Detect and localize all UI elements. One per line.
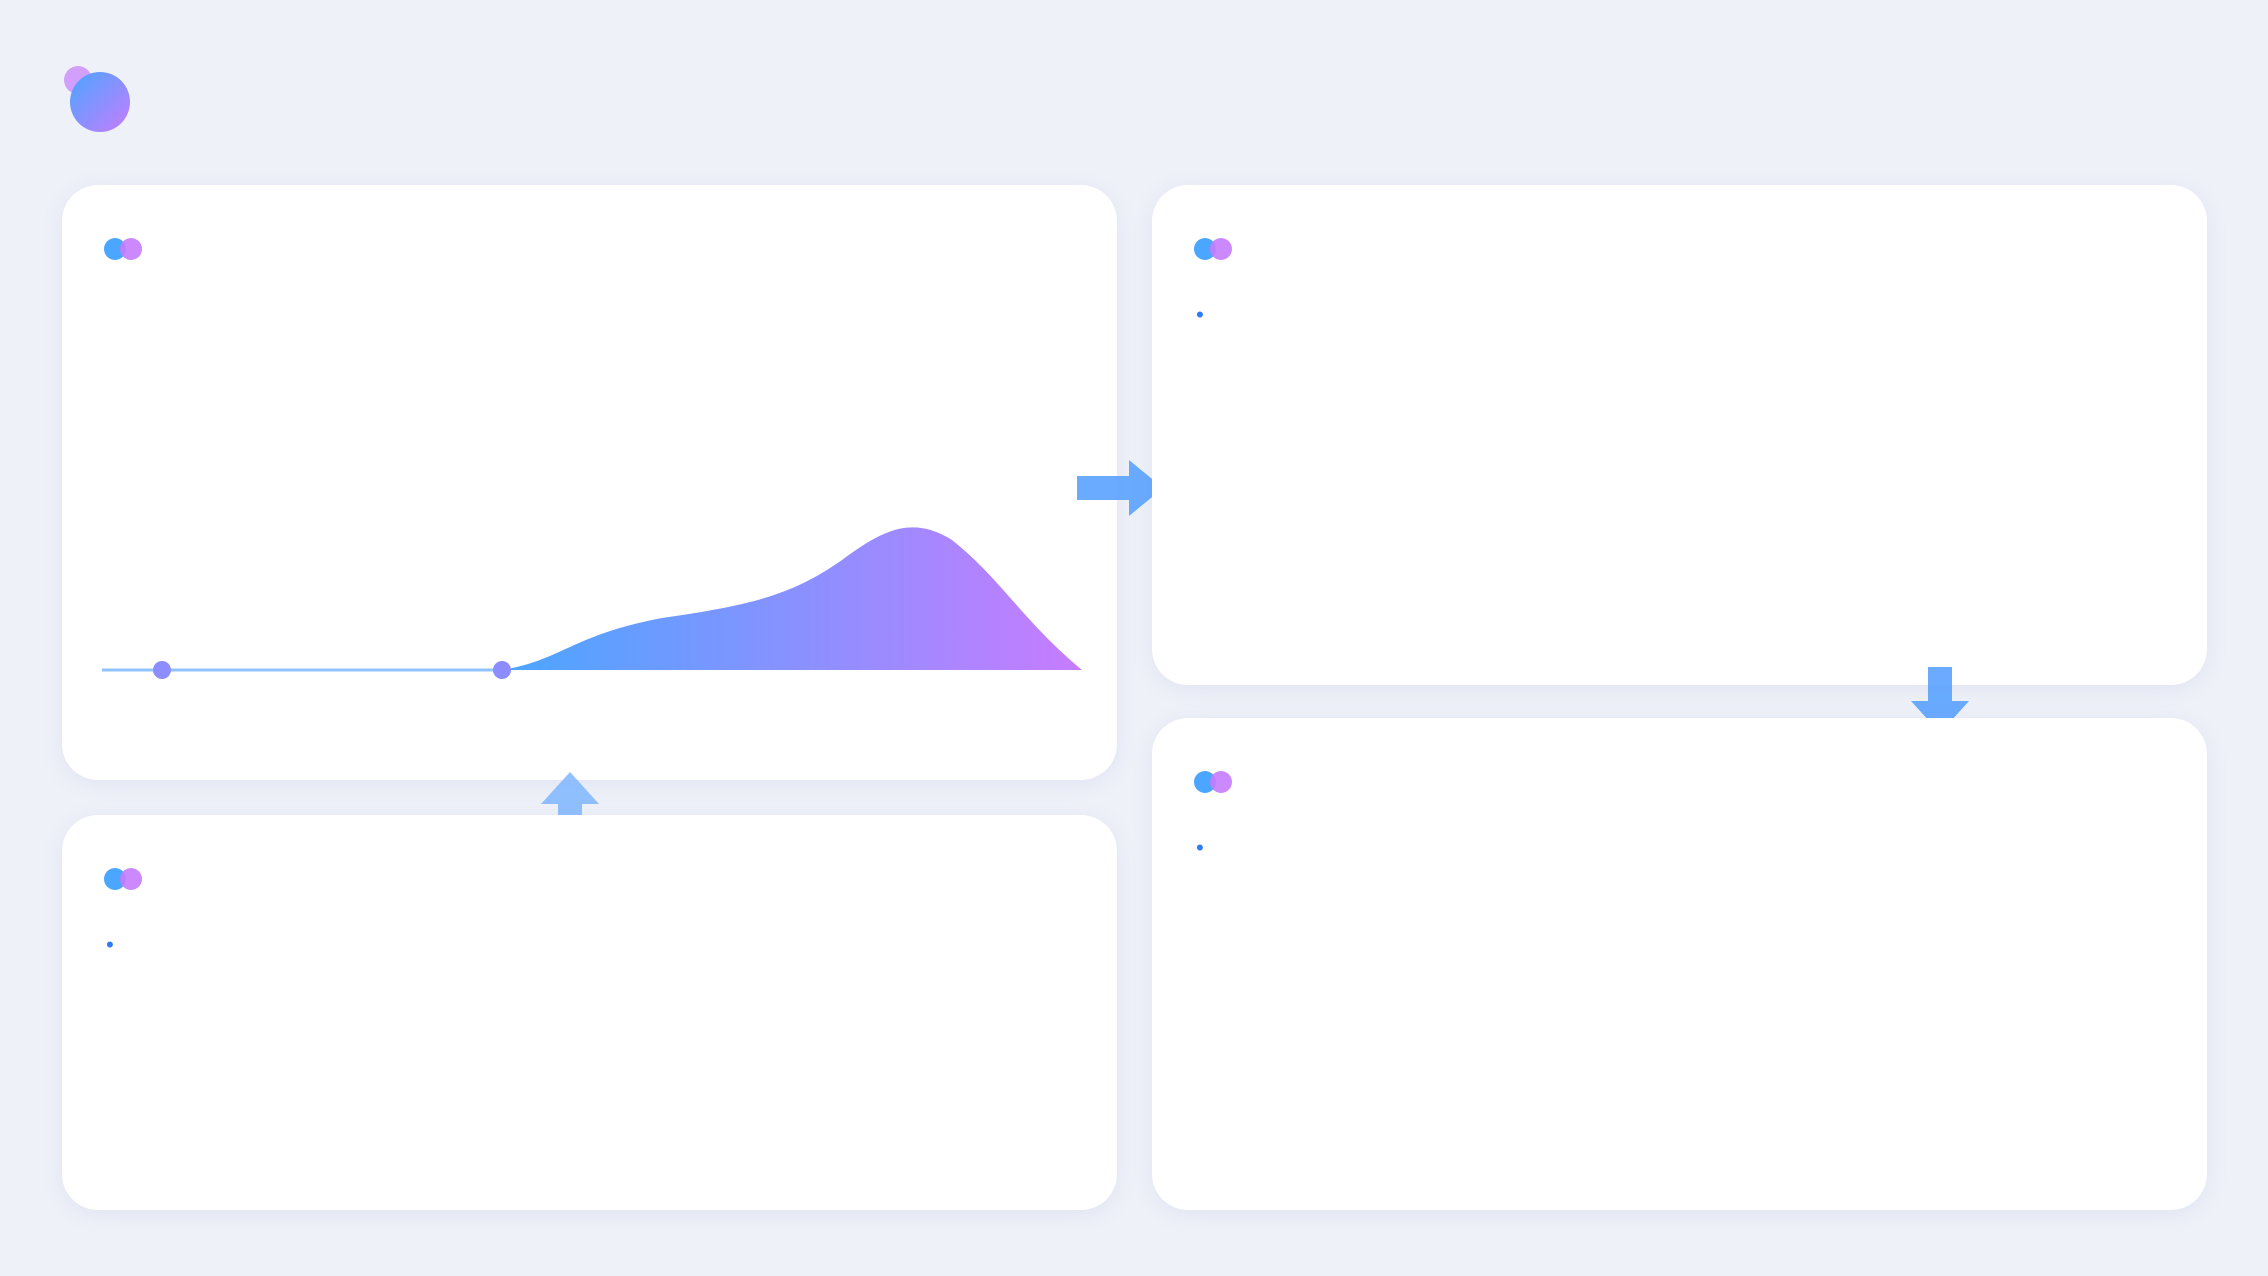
dots-icon (1194, 234, 1240, 264)
card-header (1194, 221, 2165, 277)
card-physical-ai (62, 185, 1117, 780)
card-embodiment (1152, 185, 2207, 685)
card-brain (1152, 718, 2207, 1210)
card-header (1194, 754, 2165, 810)
card-header (104, 851, 1075, 907)
badge-icon (64, 66, 130, 132)
brand-logo (1878, 62, 2178, 132)
dots-icon (104, 234, 150, 264)
dots-icon (104, 864, 150, 894)
dots-icon (1194, 767, 1240, 797)
arrow-up-icon (541, 772, 599, 838)
growth-wave-graphic (102, 527, 1082, 679)
card-header (104, 221, 1075, 277)
arrow-down-icon (1911, 667, 1969, 733)
card-world-model (62, 815, 1117, 1210)
page-title (160, 60, 1848, 150)
arrow-right-icon (1077, 460, 1163, 516)
